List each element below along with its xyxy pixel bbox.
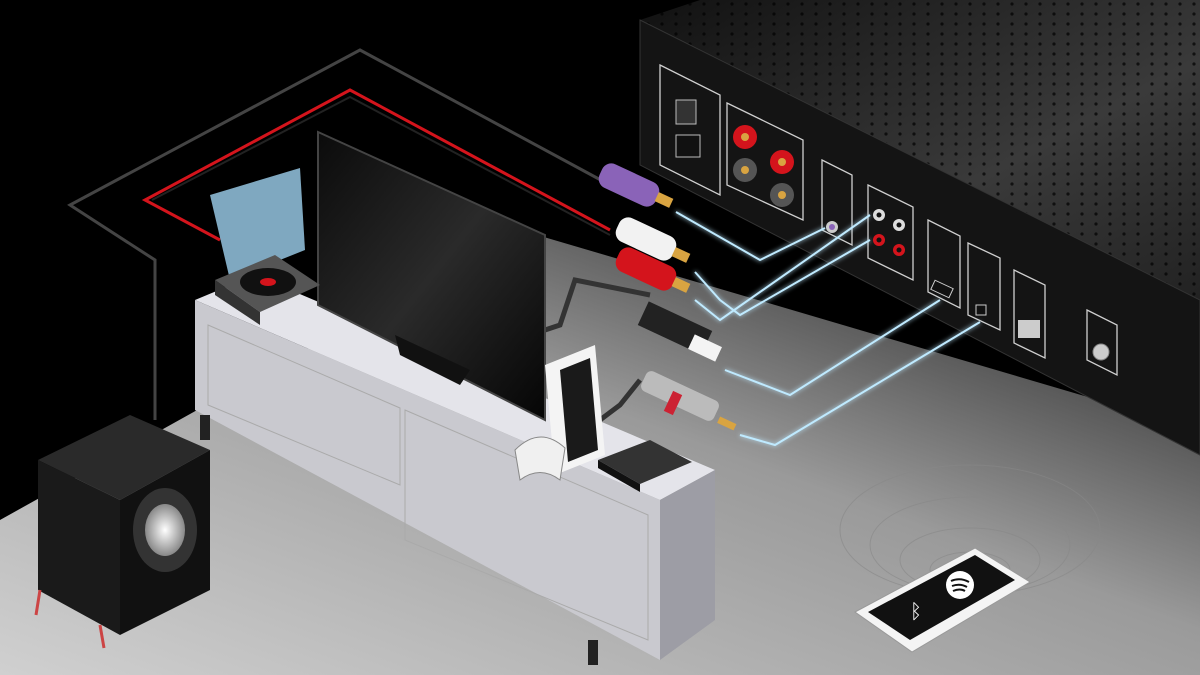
turntable-icon	[210, 168, 320, 325]
streaming-box-icon	[598, 440, 692, 492]
subwoofer-icon	[34, 415, 210, 649]
ethernet-panel	[1013, 268, 1046, 360]
rca-white-plug	[615, 217, 691, 263]
controller-icon	[514, 436, 566, 481]
antenna-port-icon	[1092, 343, 1110, 361]
rca-red-plug	[615, 247, 691, 293]
rca-inputs-icon	[873, 209, 905, 256]
rca-panel	[867, 183, 914, 282]
phono-input-icon	[826, 221, 838, 233]
smartphone-icon: ᛒ	[854, 547, 1031, 653]
ethernet-port-icon	[1018, 320, 1040, 338]
phono-panel	[821, 158, 853, 247]
power-switch-icon	[675, 99, 697, 125]
cables	[67, 48, 651, 422]
speaker-panel	[726, 101, 804, 222]
hdmi-port-icon	[930, 279, 954, 299]
optical-cable-icon	[641, 371, 737, 431]
tv-icon	[317, 130, 546, 422]
game-console-icon	[545, 345, 605, 475]
bluetooth-icon: ᛒ	[910, 599, 922, 623]
hdmi-cable-icon	[637, 301, 722, 362]
antenna-panel	[1086, 308, 1118, 377]
connection-glow-lines	[675, 211, 981, 447]
optical-port-icon	[975, 304, 987, 316]
phono-cable-plug	[598, 163, 674, 208]
power-panel	[659, 63, 721, 197]
power-socket-icon	[675, 134, 701, 158]
hdmi-panel	[927, 218, 961, 310]
speaker-terminals-icon	[733, 125, 794, 207]
av-receiver-icon	[639, 0, 1200, 456]
optical-panel	[967, 241, 1001, 332]
